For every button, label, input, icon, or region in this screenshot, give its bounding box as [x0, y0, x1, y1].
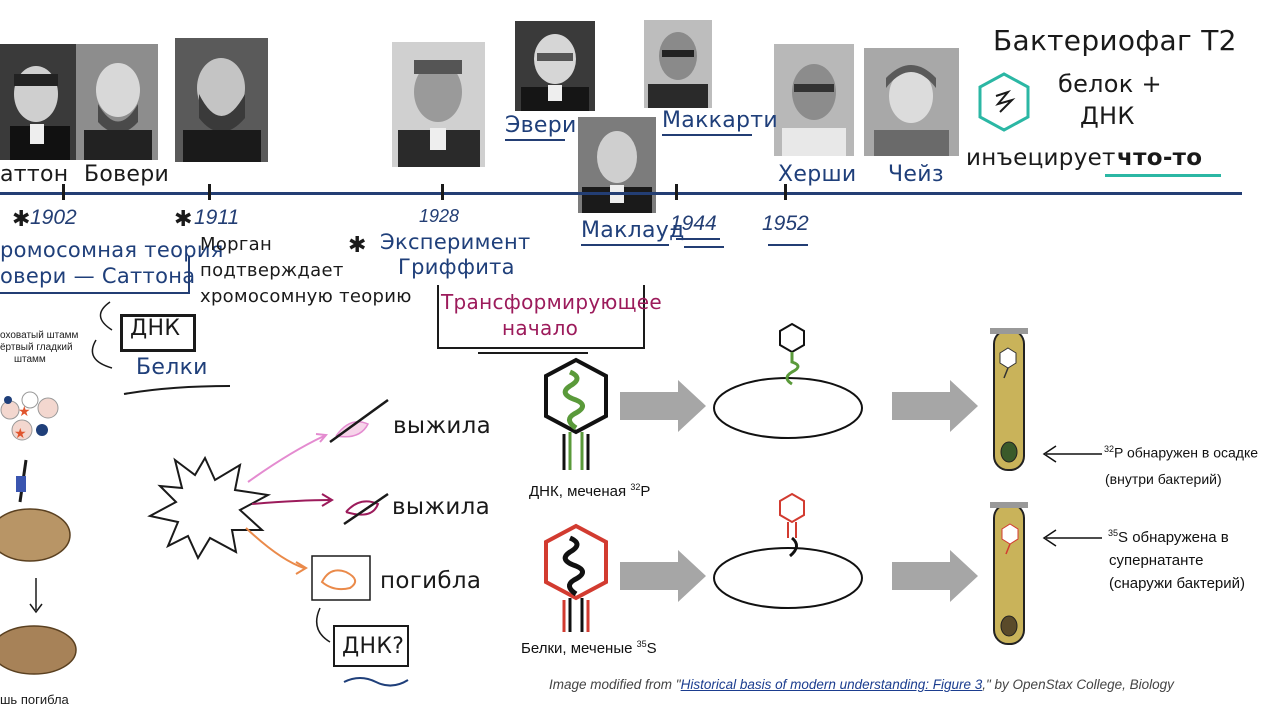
credit-prefix: Image modified from " — [549, 677, 681, 692]
survived-label-2: выжила — [392, 494, 490, 520]
transforming-line1: Трансформирующее — [441, 290, 662, 314]
morgan-line2: подтверждает — [200, 260, 344, 281]
dnk-box — [120, 314, 196, 352]
photo-avery — [515, 21, 595, 111]
chrom-theory-bracket — [0, 292, 190, 294]
dna-label: ДНК, меченая 32P — [529, 482, 650, 500]
star-1911: ✱ — [174, 206, 193, 231]
protein-label-element: S — [646, 640, 657, 657]
svg-text:★: ★ — [18, 403, 31, 419]
name-avery: Эвери — [505, 113, 577, 138]
dna-label-isotope: 32 — [630, 482, 641, 492]
underline-mccarty — [662, 134, 752, 136]
griffith-line1: Эксперимент — [380, 230, 531, 254]
result1-line1: 32P обнаружен в осадке — [1104, 444, 1258, 461]
result1-text: P обнаружен в осадке — [1114, 444, 1259, 461]
photo-mccarty — [644, 20, 712, 108]
phage-injects: инъецирует — [966, 145, 1116, 171]
photo-boveri — [76, 44, 158, 160]
underline-1952 — [768, 244, 808, 246]
credit-link[interactable]: Historical basis of modern understanding… — [680, 677, 983, 692]
name-mccarty: Маккарти — [662, 108, 778, 133]
image-credit: Image modified from "Historical basis of… — [549, 677, 1174, 692]
survived-label-1: выжила — [393, 413, 491, 439]
protein-label-text: Белки, меченые — [521, 640, 633, 657]
dna-label-element: P — [640, 483, 651, 500]
svg-text:★: ★ — [14, 425, 27, 441]
proteins-label: Белки — [136, 355, 208, 380]
dnk-question-label: ДНК? — [342, 634, 405, 659]
photo-griffith — [392, 42, 485, 167]
phage-hex-icon — [978, 72, 1030, 132]
star-1902: ✱ — [12, 206, 31, 231]
phage-something-underline — [1105, 174, 1221, 177]
year-1911: 1911 — [194, 206, 240, 229]
year-1928: 1928 — [419, 206, 460, 226]
result2-line2: супернатанте — [1109, 552, 1204, 569]
result1-line2: (внутри бактерий) — [1105, 471, 1222, 487]
photo-sutton — [0, 44, 76, 160]
photo-chase — [864, 48, 959, 156]
year-1952: 1952 — [762, 212, 809, 235]
result1-isotope: 32 — [1104, 444, 1115, 454]
underline-1944b — [684, 246, 724, 248]
dna-label-text: ДНК, меченая — [529, 483, 627, 500]
phage-dna: ДНК — [1080, 102, 1135, 130]
name-hershey: Херши — [778, 162, 857, 187]
result2-line1: 35S обнаружена в — [1108, 528, 1229, 546]
year-1902: 1902 — [30, 206, 77, 229]
chrom-theory-line2: овери — Саттона — [0, 264, 196, 288]
result2-line3: (снаружи бактерий) — [1109, 575, 1246, 592]
griffith-line2: Гриффита — [398, 255, 515, 279]
protein-label-isotope: 35 — [636, 639, 647, 649]
transforming-box — [437, 285, 645, 349]
name-chase: Чейз — [888, 162, 944, 187]
underline-1944a — [676, 238, 720, 240]
credit-suffix: ," by OpenStax College, Biology — [982, 677, 1174, 692]
dead-smooth-line1: ёртвый гладкий — [0, 342, 73, 353]
photo-morgan — [175, 38, 268, 162]
tick-1911 — [208, 184, 211, 200]
phage-protein: белок + — [1058, 70, 1162, 98]
photo-hershey — [774, 44, 854, 156]
star-griffith: ✱ — [348, 232, 367, 257]
tick-1902 — [62, 184, 65, 200]
mouse-died-label: шь погибла — [0, 692, 69, 707]
morgan-line3: хромосомную теорию — [200, 286, 412, 307]
rough-strain-label: оховатый штамм — [0, 330, 79, 341]
transforming-underline — [478, 352, 588, 354]
tick-1952 — [784, 184, 787, 200]
name-sutton: аттон — [0, 162, 69, 187]
result2-text: S обнаружена в — [1118, 529, 1229, 546]
griffith-drawing: ★ ★ — [0, 301, 409, 687]
hershey-chase-figure — [544, 322, 1028, 645]
name-boveri: Бовери — [84, 162, 170, 187]
underline-macleod — [581, 244, 669, 246]
dead-smooth-line2: штамм — [14, 354, 46, 365]
dnk-box-label: ДНК — [130, 316, 181, 341]
chrom-theory-bracket-side — [188, 256, 190, 294]
transforming-line2: начало — [502, 316, 579, 340]
timeline-axis — [0, 192, 1242, 195]
result2-isotope: 35 — [1108, 528, 1119, 538]
tick-1928 — [441, 184, 444, 200]
name-macleod: Маклауд — [581, 218, 685, 243]
protein-label: Белки, меченые 35S — [521, 639, 657, 657]
tick-1944 — [675, 184, 678, 200]
photo-macleod — [578, 117, 656, 213]
phage-title: Бактериофаг Т2 — [993, 24, 1237, 57]
phage-something: что-то — [1117, 145, 1203, 171]
morgan-line1: Морган — [200, 234, 273, 255]
result-arrows — [1042, 445, 1102, 547]
chrom-theory-line1: ромосомная теория — [0, 238, 224, 262]
year-1944: 1944 — [670, 212, 717, 235]
died-label: погибла — [380, 568, 482, 594]
underline-avery — [505, 139, 565, 141]
